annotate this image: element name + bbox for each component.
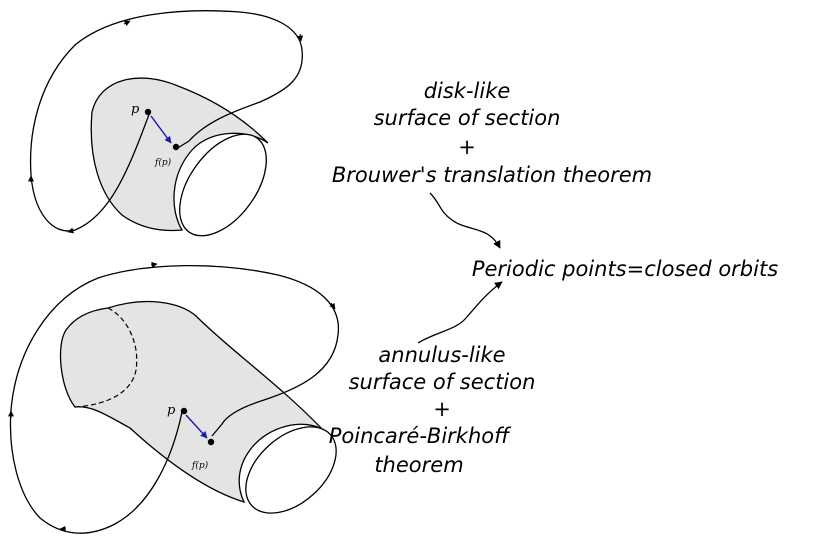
bottom-to-result-arrow bbox=[417, 281, 503, 344]
top-orbit-arrow-1 bbox=[123, 20, 131, 27]
bottom-text-line4: theorem bbox=[374, 453, 463, 477]
top-text-line1: disk-like bbox=[424, 79, 511, 103]
disk-surface-figure: p f(p) bbox=[28, 10, 304, 237]
top-orbit-arrow-4 bbox=[67, 227, 76, 234]
bottom-text-line1: annulus-like bbox=[378, 343, 505, 367]
top-text-plus: + bbox=[458, 135, 476, 159]
top-label-fp: f(p) bbox=[154, 157, 172, 168]
bottom-point-p bbox=[180, 407, 188, 415]
annulus-surface bbox=[59, 300, 324, 504]
bottom-orbit-arrow-2 bbox=[329, 302, 336, 310]
bottom-point-fp bbox=[207, 438, 215, 446]
bottom-label-fp: f(p) bbox=[191, 460, 209, 471]
top-label-p: p bbox=[131, 102, 140, 117]
top-text-line2: surface of section bbox=[374, 106, 561, 130]
top-displacement-arrow bbox=[150, 115, 172, 144]
top-to-result-arrow bbox=[429, 192, 501, 249]
result-text: Periodic points=closed orbits bbox=[472, 257, 778, 281]
annulus-end-cap bbox=[245, 426, 337, 514]
top-point-p bbox=[144, 108, 152, 116]
top-text-block: disk-like surface of section + Brouwer's… bbox=[332, 79, 652, 187]
top-orbit-arrow-2 bbox=[297, 33, 304, 42]
bottom-displacement-arrow bbox=[185, 414, 208, 439]
top-text-line3: Brouwer's translation theorem bbox=[332, 163, 652, 187]
bottom-text-block: annulus-like surface of section + Poinca… bbox=[329, 343, 536, 477]
disk-surface-end-cap bbox=[179, 133, 267, 237]
bottom-orbit-arrow-1 bbox=[150, 261, 158, 268]
bottom-text-line3: Poincaré-Birkhoff bbox=[329, 424, 512, 448]
top-point-fp bbox=[172, 143, 180, 151]
bottom-orbit bbox=[9, 264, 340, 534]
bottom-label-p: p bbox=[167, 403, 176, 418]
bottom-text-line2: surface of section bbox=[349, 370, 536, 394]
annulus-surface-figure: p f(p) bbox=[8, 261, 340, 534]
bottom-text-plus: + bbox=[433, 397, 451, 421]
annulus-inner-rim-dashed bbox=[74, 307, 138, 408]
